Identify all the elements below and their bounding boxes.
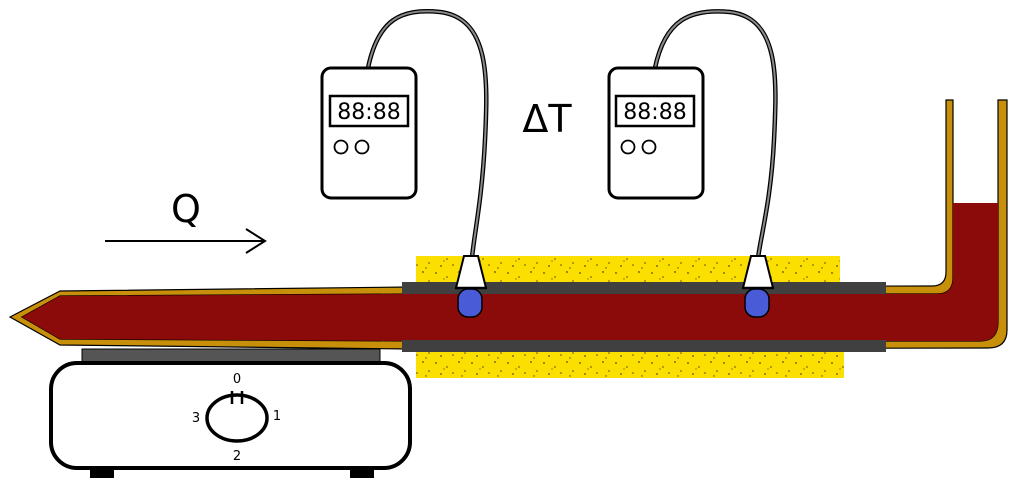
thermometer-meter-right: 88:88 <box>607 66 705 200</box>
meter-readout-right: 88:88 <box>623 100 686 125</box>
insulation-bottom <box>416 350 844 378</box>
dial-mark-2: 2 <box>233 449 241 464</box>
meter-button-right-b <box>641 139 657 155</box>
dial-mark-0: 0 <box>233 372 241 387</box>
meter-display-right <box>614 94 696 128</box>
meter-display-left <box>328 94 410 128</box>
thermometer-meter-left: 88:88 <box>320 66 418 200</box>
meter-readout-left: 88:88 <box>337 100 400 125</box>
jacket-bottom <box>402 340 886 352</box>
heat-dial-knob[interactable] <box>205 393 269 443</box>
temperature-probe-right <box>741 255 775 318</box>
temperature-probe-left <box>454 255 488 318</box>
meter-button-left-b <box>354 139 370 155</box>
meter-button-left-a <box>333 139 349 155</box>
hot-plate: 0 1 2 3 <box>49 348 412 478</box>
flow-arrow-head <box>245 228 267 254</box>
hot-plate-surface <box>81 348 381 364</box>
dial-mark-1: 1 <box>273 409 281 424</box>
delta-t-label: ΔT <box>522 97 572 141</box>
meter-button-right-a <box>620 139 636 155</box>
dial-mark-3: 3 <box>192 411 200 426</box>
flow-label: Q <box>171 187 201 231</box>
